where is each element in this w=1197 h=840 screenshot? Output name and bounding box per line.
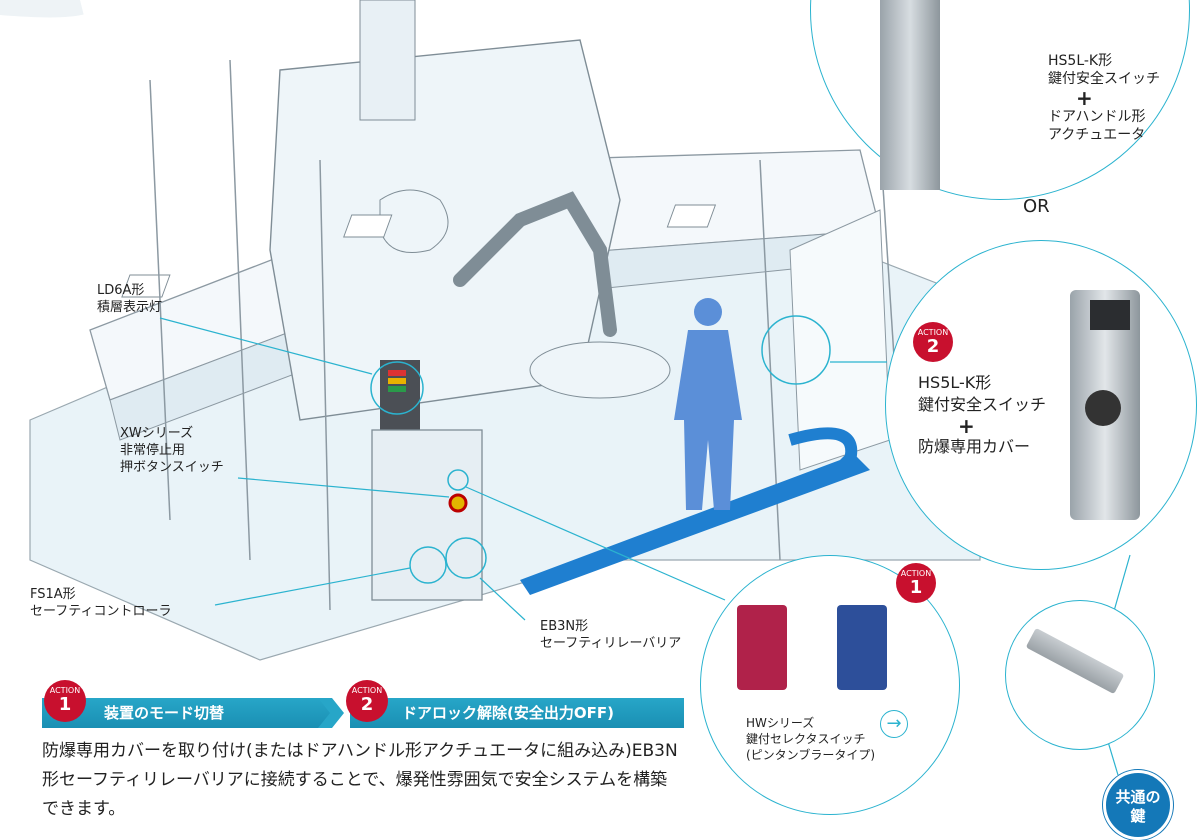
machine-detail — [379, 189, 449, 253]
step-2-badge: ACTION 2 — [346, 680, 388, 722]
fence-post — [319, 159, 331, 611]
label-ld6a-line1: LD6A形 — [97, 283, 145, 298]
step-1-badge-text: ACTION — [49, 686, 81, 695]
estop-button — [448, 493, 468, 513]
fence-post — [229, 59, 251, 561]
bottom-circle-line3: (ピンタンブラータイプ) — [746, 748, 876, 762]
description-paragraph: 防爆専用カバーを取り付け(またはドアハンドル形アクチュエータに組み込み)EB3N… — [42, 741, 678, 819]
decorative-glyph — [0, 0, 84, 18]
label-ld6a: LD6A形 積層表示灯 — [97, 282, 162, 316]
top-circle-line3: ドアハンドル形 — [1048, 109, 1146, 125]
mid-circle-line2: 鍵付安全スイッチ — [918, 395, 1047, 414]
step-2-label: ドアロック解除(安全出力OFF) — [402, 704, 614, 722]
callout-eb3n — [445, 537, 487, 579]
common-key-badge: 共通の 鍵 — [1103, 770, 1173, 840]
conveyor-box — [666, 204, 717, 228]
label-eb3n-line2: セーフティリレーバリア — [540, 636, 682, 651]
stack-green — [388, 386, 406, 392]
top-circle-line4: アクチュエータ — [1048, 127, 1146, 143]
conveyor-box — [343, 214, 393, 238]
conveyor-box — [121, 274, 171, 298]
step-2-badge-num: 2 — [360, 694, 374, 715]
top-circle-line1: HS5L-K形 — [1048, 53, 1113, 69]
stack-red — [388, 370, 406, 376]
callout-fs1a — [409, 546, 447, 584]
switch-head — [1090, 300, 1130, 330]
label-fs1a-line1: FS1A形 — [30, 587, 76, 602]
or-text: OR — [1023, 196, 1050, 217]
bottom-circle-line1: HWシリーズ — [746, 716, 815, 730]
top-circle-text: HS5L-K形 鍵付安全スイッチ + ドアハンドル形 アクチュエータ — [1048, 52, 1160, 144]
label-ld6a-line2: 積層表示灯 — [97, 300, 163, 315]
step-1-badge: ACTION 1 — [44, 680, 86, 722]
step-1-label: 装置のモード切替 — [104, 704, 225, 722]
label-xw: XWシリーズ 非常停止用 押ボタンスイッチ — [120, 425, 224, 476]
explosion-proof-switch-callout — [885, 240, 1197, 570]
label-fs1a-line2: セーフティコントローラ — [30, 604, 172, 619]
label-eb3n-line1: EB3N形 — [540, 619, 589, 634]
bottom-circle-line2: 鍵付セレクタスイッチ — [746, 732, 866, 746]
mid-circle-text: HS5L-K形 鍵付安全スイッチ + 防爆専用カバー — [918, 372, 1046, 458]
leader-ld6a — [159, 317, 373, 375]
control-cabinet — [371, 429, 483, 601]
robot-arm — [453, 191, 617, 337]
action-2-badge: ACTION 2 — [913, 322, 953, 362]
common-key-line2: 鍵 — [1130, 807, 1146, 825]
label-xw-line1: XWシリーズ — [120, 426, 194, 441]
label-fs1a: FS1A形 セーフティコントローラ — [30, 586, 171, 620]
action-2-badge-text: ACTION — [917, 328, 949, 337]
label-eb3n: EB3N形 セーフティリレーバリア — [540, 618, 681, 652]
action-2-badge-num: 2 — [926, 336, 940, 357]
key-slot — [1085, 390, 1121, 426]
leader-eb3n — [479, 577, 526, 621]
callout-estop — [447, 469, 469, 491]
mid-circle-line1: HS5L-K形 — [918, 373, 992, 392]
mid-circle-line3: 防爆専用カバー — [918, 437, 1031, 456]
callout-door-switch — [761, 315, 831, 385]
arrow-right-icon[interactable]: → — [880, 710, 908, 738]
action-1-badge: ACTION 1 — [896, 563, 936, 603]
top-circle-plus: + — [1076, 86, 1093, 110]
callout-stacklight — [370, 361, 424, 415]
label-xw-line3: 押ボタンスイッチ — [120, 460, 224, 475]
common-key-line1: 共通の — [1115, 788, 1161, 806]
mid-circle-plus: + — [958, 414, 975, 438]
robot-base — [529, 341, 671, 399]
action-1-badge-num: 1 — [909, 577, 923, 598]
worker-silhouette — [674, 298, 742, 510]
leader-fs1a — [214, 567, 411, 606]
selector-switch-photo — [737, 605, 787, 690]
door-handle-switch-photo — [880, 0, 940, 190]
label-xw-line2: 非常停止用 — [120, 443, 186, 458]
action-1-badge-text: ACTION — [900, 569, 932, 578]
step-2-bar: ドアロック解除(安全出力OFF) — [350, 698, 684, 728]
flow-arrow-curve — [788, 427, 858, 462]
top-circle-line2: 鍵付安全スイッチ — [1048, 71, 1160, 87]
leader-hw — [465, 486, 726, 601]
flow-arrow — [520, 450, 870, 595]
exhaust-duct — [359, 0, 416, 121]
step-chevron-icon — [318, 698, 344, 728]
step-1-bar: 装置のモード切替 — [42, 698, 332, 728]
step-2-badge-text: ACTION — [351, 686, 383, 695]
selector-switch-photo — [837, 605, 887, 690]
stack-amber — [388, 378, 406, 384]
fence-post — [149, 79, 171, 521]
bottom-circle-text: HWシリーズ 鍵付セレクタスイッチ (ピンタンブラータイプ) — [746, 715, 875, 763]
leader-xw — [237, 477, 450, 498]
step-1-badge-num: 1 — [58, 694, 72, 715]
